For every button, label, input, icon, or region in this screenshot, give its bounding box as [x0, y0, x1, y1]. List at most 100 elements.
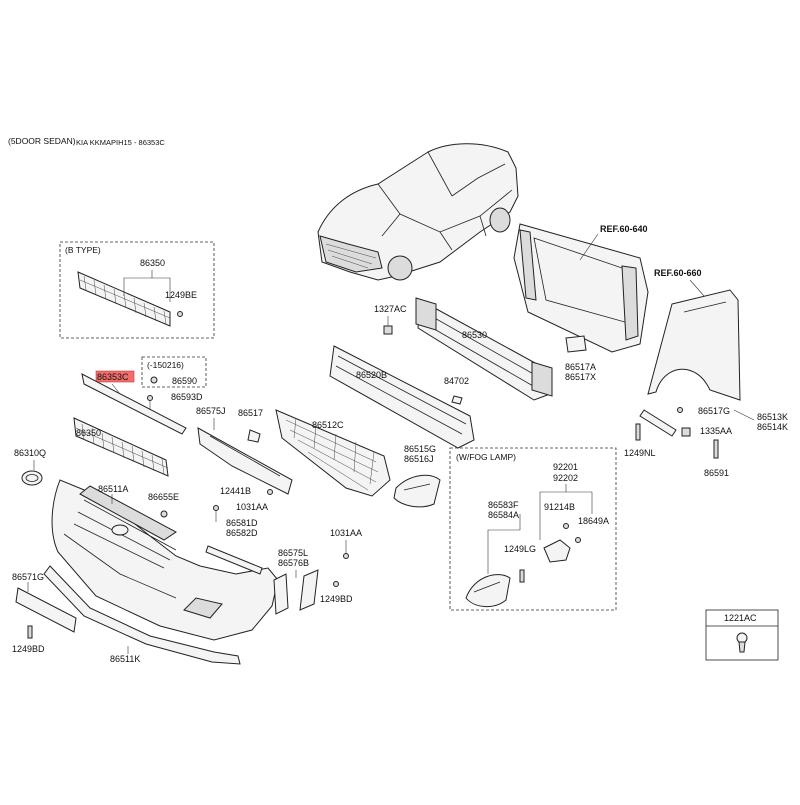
callout-1335AA: 1335AA	[700, 426, 732, 436]
callout-86655E: 86655E	[148, 492, 179, 502]
bracket-86576B	[299, 569, 319, 611]
callout-86571G: 86571G	[12, 572, 44, 582]
callout-86511A: 86511A	[98, 484, 128, 494]
screw-1249BD-b-icon	[27, 625, 33, 639]
page-title: (5DOOR SEDAN)	[8, 136, 76, 146]
ref-60-660: REF.60-660	[654, 268, 702, 278]
callout-86517G: 86517G	[698, 406, 730, 416]
moulding-86353C	[81, 373, 187, 435]
callout-86515G: 86515G	[404, 444, 436, 454]
callout-86517A: 86517A	[565, 362, 596, 372]
callout-91214B: 91214B	[544, 502, 575, 512]
bracket-86575L	[273, 573, 289, 615]
screw-1249BE-icon	[177, 311, 183, 317]
fog-cover-86515G	[393, 474, 441, 508]
radiator-support-panel	[513, 223, 649, 353]
nut-1327AC-icon	[383, 325, 393, 335]
screw-1249BD-a-icon	[333, 581, 339, 587]
emblem-86310Q-icon	[21, 470, 43, 486]
beam-86530	[417, 299, 551, 401]
callout-1327AC: 1327AC	[374, 304, 407, 314]
fastener-1221AC-icon	[736, 632, 748, 653]
lower-grille-86512C	[275, 409, 391, 497]
callout-86350-b-type: 86350	[140, 258, 165, 268]
screw-12441B-icon	[267, 489, 273, 495]
part-84702-icon	[451, 395, 463, 405]
callout-86591: 86591	[704, 468, 729, 478]
callout-86353C: 86353C	[97, 372, 129, 382]
screw-1031AA-a-icon	[213, 505, 219, 511]
bumper-cover-86511A	[51, 479, 279, 641]
callout-84702: 84702	[444, 376, 469, 386]
callout-1249NL: 1249NL	[624, 448, 656, 458]
callout-86530: 86530	[462, 330, 487, 340]
callout-86575L: 86575L	[278, 548, 308, 558]
fastener-box	[705, 609, 779, 661]
clip-86517G-icon	[677, 407, 683, 413]
callout-86590: 86590	[172, 376, 197, 386]
highlight-86353C	[95, 370, 135, 383]
callout-12441B: 12441B	[220, 486, 251, 496]
bracket-86581D	[205, 545, 263, 575]
fastener-box-label: 1221AC	[724, 613, 757, 623]
clip-86593D-icon	[147, 395, 153, 401]
callout-86582D: 86582D	[226, 528, 258, 538]
callout-86583F: 86583F	[488, 500, 519, 510]
nut-1335AA-icon	[681, 427, 691, 437]
callout-86517: 86517	[238, 408, 263, 418]
callout-86310Q: 86310Q	[14, 448, 46, 458]
fog-lamp-box	[449, 447, 617, 611]
b-type-box	[59, 241, 215, 339]
ref-60-640: REF.60-640	[600, 224, 648, 234]
callout-92202: 92202	[553, 473, 578, 483]
bracket-86575J	[197, 427, 293, 495]
callout-86511K: 86511K	[110, 654, 140, 664]
b-type-label: (B TYPE)	[65, 245, 101, 255]
part-86517-icon	[247, 429, 261, 443]
callout-1249BD-a: 1249BD	[320, 594, 353, 604]
fog-lamp-label: (W/FOG LAMP)	[456, 452, 516, 462]
screw-1249NL-icon	[635, 423, 641, 441]
callout-1249LG: 1249LG	[504, 544, 536, 554]
screw-86591-icon	[713, 439, 719, 459]
absorber-86520B	[329, 345, 475, 449]
callout-86516J: 86516J	[404, 454, 434, 464]
fog-bezel-86583F	[465, 574, 511, 607]
callout-1031AA-a: 1031AA	[236, 502, 268, 512]
clip-86590-icon	[150, 376, 158, 384]
screw-1249LG-icon	[519, 569, 525, 583]
callout-86581D: 86581D	[226, 518, 258, 528]
callout-86350: 86350	[76, 428, 101, 438]
callout-1031AA-b: 1031AA	[330, 528, 362, 538]
callout-18649A: 18649A	[578, 516, 609, 526]
callout-86513K: 86513K	[757, 412, 788, 422]
callout-1249BE: 1249BE	[165, 290, 197, 300]
screw-1031AA-b-icon	[343, 553, 349, 559]
bracket-86513K	[639, 409, 677, 437]
callout-86517X: 86517X	[565, 372, 596, 382]
car-illustration	[317, 143, 519, 281]
callout-92201: 92201	[553, 462, 578, 472]
date-code-box	[141, 356, 207, 388]
callout-86520B: 86520B	[356, 370, 387, 380]
callout-86593D: 86593D	[171, 392, 203, 402]
catalog-source: KIA KKMAPIH15 - 86353C	[76, 138, 165, 147]
bulb-18649A-icon	[575, 537, 581, 543]
callout-86576B: 86576B	[278, 558, 309, 568]
lip-86511K	[43, 565, 241, 665]
date-code-label: (-150216)	[147, 360, 184, 370]
callout-86514K: 86514K	[757, 422, 788, 432]
callout-86575J: 86575J	[196, 406, 226, 416]
fender-panel	[647, 289, 741, 401]
callout-86512C: 86512C	[312, 420, 344, 430]
callout-1249BD-b: 1249BD	[12, 644, 45, 654]
plate-bracket-86571G	[15, 587, 77, 633]
grille-86350	[73, 417, 169, 477]
clip-86655E-icon	[160, 510, 168, 518]
connector-91214B-icon	[563, 523, 569, 529]
bracket-86517A	[565, 335, 587, 353]
fog-lamp-92201	[543, 539, 571, 563]
callout-86584A: 86584A	[488, 510, 519, 520]
